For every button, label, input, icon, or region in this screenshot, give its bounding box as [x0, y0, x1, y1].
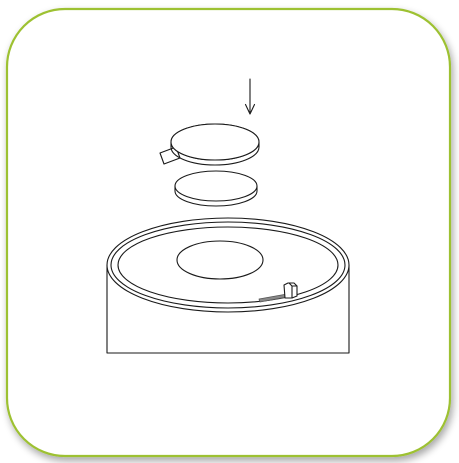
contact-tab	[258, 282, 298, 303]
coin-battery	[174, 170, 258, 207]
adhesive-battery-disc	[159, 123, 260, 166]
arrow-icon	[244, 78, 256, 115]
battery-compartment	[106, 217, 350, 354]
